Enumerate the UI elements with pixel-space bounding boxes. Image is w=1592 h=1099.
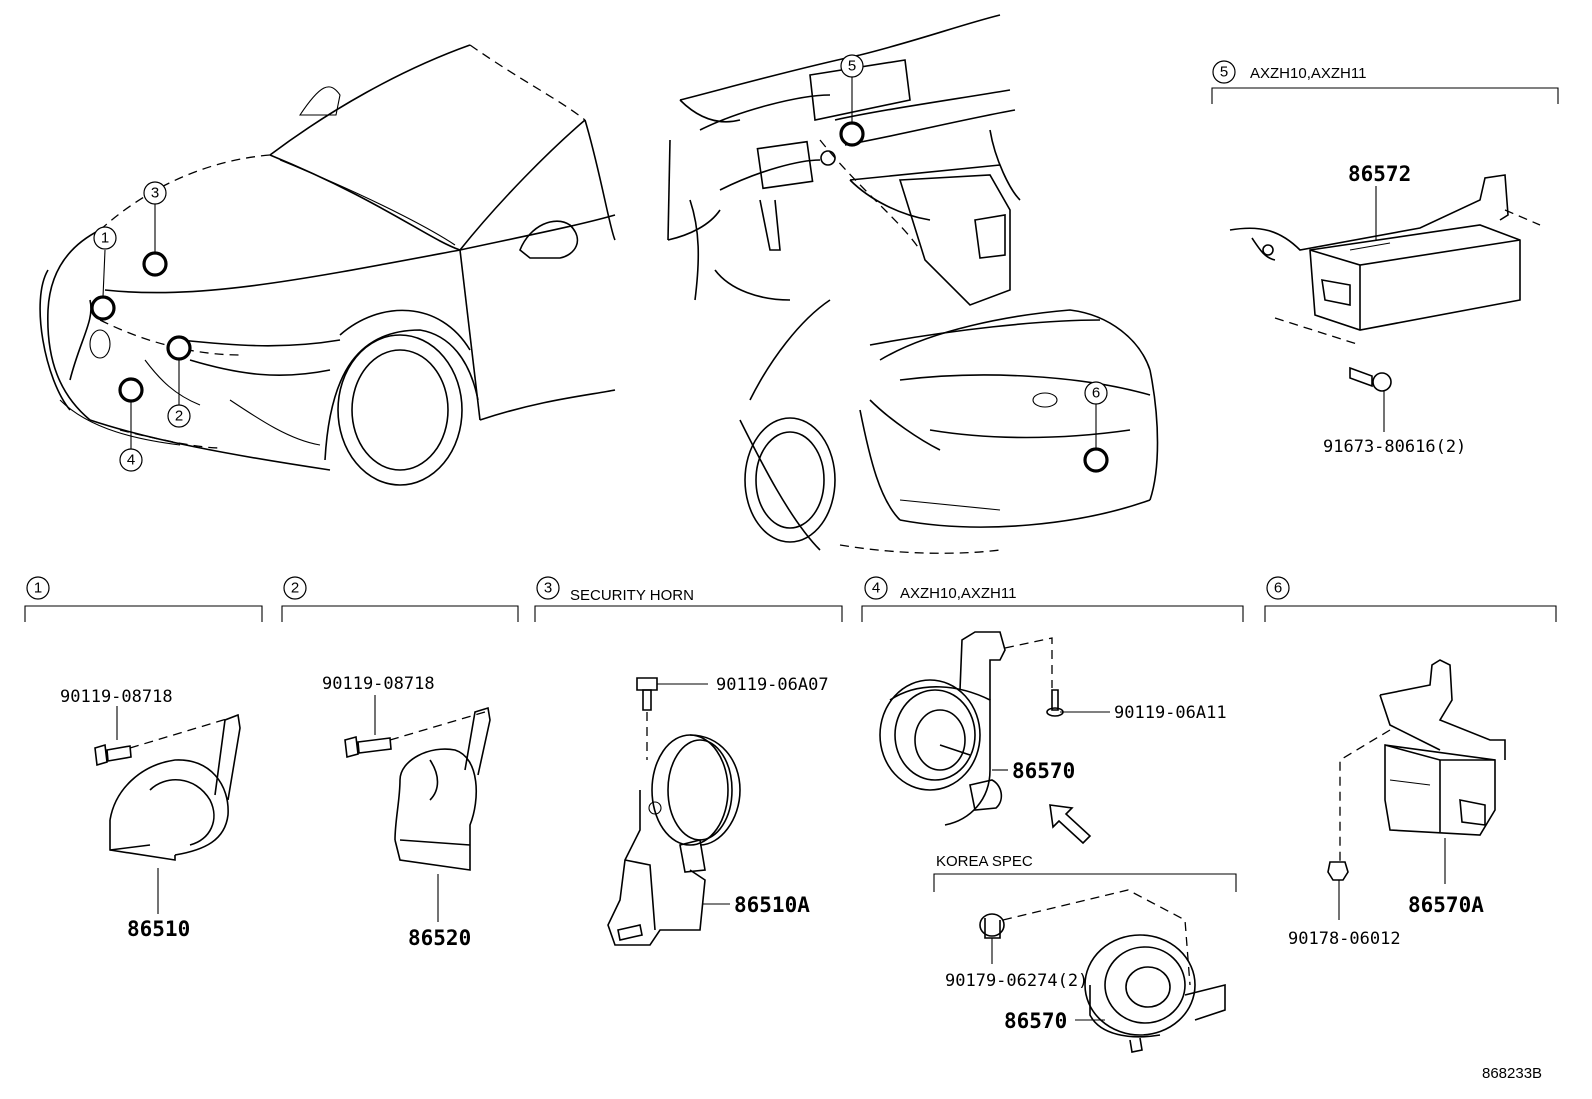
section-6-header: 6	[1266, 576, 1290, 600]
spiral-cable-86570-korea	[1084, 934, 1226, 1053]
part-label-86570-korea: 86570	[1004, 1009, 1067, 1033]
callout-5-top: 5	[840, 54, 864, 78]
svg-text:3: 3	[151, 185, 159, 202]
section-4-group	[861, 605, 1244, 845]
bolt-91673	[1349, 366, 1392, 392]
svg-text:AXZH10,AXZH11: AXZH10,AXZH11	[1250, 65, 1366, 82]
part-label-86510: 86510	[127, 917, 190, 941]
section-5-group	[1211, 87, 1559, 432]
section-2-group	[281, 605, 519, 922]
part-label-86572: 86572	[1348, 162, 1411, 186]
location-marker-4	[118, 377, 144, 403]
section-1-header: 1	[26, 576, 50, 600]
svg-text:AXZH10,AXZH11: AXZH10,AXZH11	[900, 585, 1016, 602]
diagram-reference-number: 868233B	[1482, 1065, 1542, 1082]
callout-6-top: 6	[1084, 381, 1108, 405]
rear-car-illustration	[739, 299, 1159, 554]
bolt-90119-06a07	[636, 677, 658, 711]
callout-3-top: 3	[143, 181, 167, 205]
clip-90178-06012	[1327, 861, 1349, 881]
part-label-90119-06a11: 90119-06A11	[1114, 703, 1227, 723]
part-label-90119-08718-b: 90119-08718	[322, 674, 435, 694]
svg-text:1: 1	[101, 230, 109, 247]
part-label-90179-06274: 90179-06274(2)	[945, 971, 1088, 991]
view-arrow-icon	[1049, 804, 1092, 845]
svg-text:2: 2	[291, 580, 299, 597]
section-1-group	[24, 605, 263, 914]
location-marker-1	[90, 295, 116, 321]
bolt-90119-08718-b	[344, 735, 392, 759]
svg-text:SECURITY HORN: SECURITY HORN	[570, 587, 694, 604]
component-86572	[1229, 174, 1541, 331]
part-label-86570: 86570	[1012, 759, 1075, 783]
part-label-90178-06012: 90178-06012	[1288, 929, 1401, 949]
location-markers-interior	[839, 77, 865, 147]
front-car-illustration	[39, 44, 616, 486]
part-label-91673-80616: 91673-80616(2)	[1323, 437, 1466, 457]
svg-text:6: 6	[1092, 385, 1100, 402]
section-3-header: 3 SECURITY HORN	[536, 576, 694, 604]
section-2-header: 2	[283, 576, 307, 600]
control-unit-86570a	[1379, 659, 1506, 836]
horn-86520	[394, 706, 491, 871]
section-4-header: 4 AXZH10,AXZH11	[864, 576, 1016, 602]
svg-text:6: 6	[1274, 580, 1282, 597]
screw-90179-06274	[979, 913, 1005, 939]
location-markers-front	[90, 204, 192, 449]
horn-86510	[109, 713, 241, 861]
part-label-86510a: 86510A	[734, 893, 810, 917]
location-marker-3	[142, 251, 168, 277]
part-label-90119-08718-a: 90119-08718	[60, 687, 173, 707]
location-marker-2	[166, 335, 192, 361]
location-marker-5	[839, 121, 865, 147]
location-markers-rear	[1083, 404, 1109, 473]
bolt-90119-08718-a	[94, 743, 132, 767]
section-3-group	[534, 605, 843, 946]
svg-text:1: 1	[34, 580, 42, 597]
korea-spec-group	[933, 873, 1237, 1053]
callout-4-top: 4	[119, 448, 143, 472]
svg-text:5: 5	[848, 58, 856, 75]
callout-2-top: 2	[167, 404, 191, 428]
callout-1-top: 1	[93, 226, 117, 250]
svg-text:2: 2	[175, 408, 183, 425]
location-marker-6	[1083, 447, 1109, 473]
section-6-group	[1264, 605, 1557, 920]
part-label-86520: 86520	[408, 926, 471, 950]
part-label-86570a: 86570A	[1408, 893, 1484, 917]
spiral-cable-86570	[879, 631, 1006, 826]
svg-text:4: 4	[872, 580, 880, 597]
svg-text:3: 3	[544, 580, 552, 597]
korea-spec-caption: KOREA SPEC	[936, 853, 1033, 870]
part-label-90119-06a07: 90119-06A07	[716, 675, 829, 695]
section-5-header: 5 AXZH10,AXZH11	[1212, 60, 1366, 84]
svg-text:5: 5	[1220, 64, 1228, 81]
svg-text:4: 4	[127, 452, 135, 469]
horn-86510a	[607, 734, 741, 946]
